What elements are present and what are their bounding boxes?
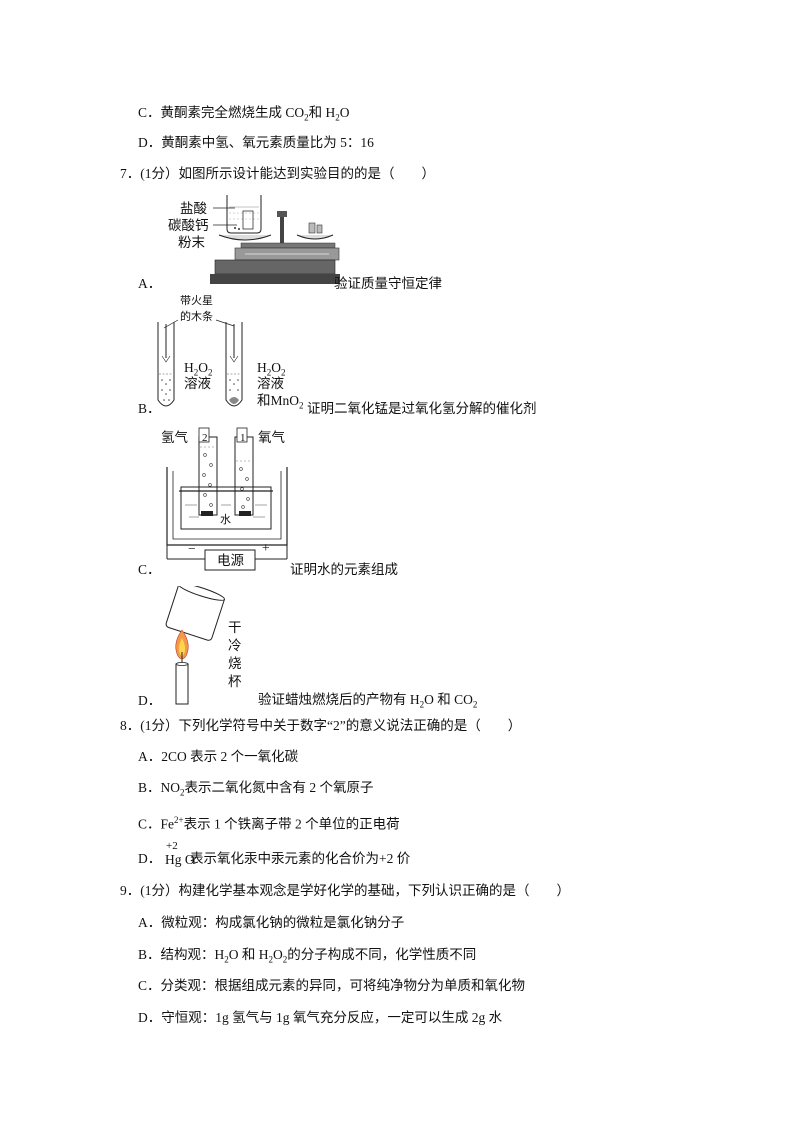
q7-option-a-letter: A．	[138, 276, 162, 291]
label-wood-strip: 的木条	[180, 311, 213, 323]
q7-option-b-letter: B．	[138, 401, 161, 416]
q7-option-b-caption: 证明二氧化锰是过氧化氢分解的催化剂	[307, 401, 537, 416]
label-dry-char-1: 干	[228, 620, 242, 635]
label-hydrochloric-acid: 盐酸	[180, 201, 207, 216]
label-calcium-carbonate: 碳酸钙	[168, 218, 209, 233]
q7-option-c-caption: 证明水的元素组成	[290, 562, 398, 577]
label-hydrogen: 氢气	[161, 430, 188, 445]
q8-option-d-valence: +2	[166, 840, 178, 852]
q8-option-b: B．NO2表示二氧化氮中含有 2 个氧原子	[138, 780, 374, 798]
right-tube-solution: 溶液	[257, 376, 284, 391]
q8-option-c: C．Fe2+表示 1 个铁离子带 2 个单位的正电荷	[138, 815, 400, 832]
q7-option-c-letter: C．	[138, 562, 161, 577]
q8-option-a: A．2CO 表示 2 个一氧化碳	[138, 749, 299, 764]
q7-option-a-caption: 验证质量守恒定律	[334, 276, 442, 291]
q6-option-d: D．黄酮素中氢、氧元素质量比为 5：16	[138, 135, 374, 150]
label-dry-char-2: 冷	[228, 638, 242, 653]
label-water: 水	[220, 514, 231, 526]
electrolysis-figure	[166, 427, 288, 571]
q8-option-d-text: 表示氧化汞中汞元素的化合价为+2 价	[190, 851, 411, 866]
tube-number-1: 1	[240, 432, 246, 444]
q6-option-c: C．黄酮素完全燃烧生成 CO2和 H2O	[138, 105, 350, 123]
right-tube-mno2: 和MnO2	[257, 393, 304, 411]
label-dry-char-4: 杯	[228, 674, 242, 689]
q9-option-a: A．微粒观：构成氯化钠的微粒是氯化钠分子	[138, 915, 405, 930]
q7-option-d-letter: D．	[138, 693, 162, 708]
q9-option-d: D．守恒观：1g 氢气与 1g 氧气充分反应，一定可以生成 2g 水	[138, 1010, 503, 1025]
test-tubes-figure	[157, 319, 243, 407]
question-7: 7．(1分）如图所示设计能达到实验目的的是（ ）	[120, 166, 435, 181]
label-powder: 粉末	[178, 235, 205, 250]
balance-figure	[210, 195, 340, 284]
q9-option-b: B．结构观：H2O 和 H2O2的分子构成不同，化学性质不同	[138, 947, 477, 965]
left-tube-h2o2: H2O2	[184, 360, 213, 378]
q8-option-d-formula: Hg O	[165, 852, 195, 867]
q8-option-d-prefix: D．	[138, 851, 162, 866]
label-glowing-splint: 带火星	[180, 295, 213, 307]
label-minus: −	[188, 541, 196, 556]
right-tube-h2o2: H2O2	[257, 360, 286, 378]
tube-number-2: 2	[202, 432, 208, 444]
candle-figure	[165, 586, 225, 705]
question-9: 9．(1分）构建化学基本观念是学好化学的基础，下列认识正确的是（ ）	[120, 883, 570, 898]
label-plus: +	[262, 540, 270, 555]
q9-option-c: C．分类观：根据组成元素的异同，可将纯净物分为单质和氧化物	[138, 978, 526, 993]
label-dry-char-3: 烧	[228, 656, 242, 671]
q7-option-d-caption: 验证蜡烛燃烧后的产物有 H2O 和 CO2	[258, 692, 478, 710]
left-tube-solution: 溶液	[184, 376, 211, 391]
question-8: 8．(1分）下列化学符号中关于数字“2”的意义说法正确的是（ ）	[120, 718, 522, 733]
label-oxygen: 氧气	[258, 430, 285, 445]
label-power-supply: 电源	[217, 553, 244, 568]
